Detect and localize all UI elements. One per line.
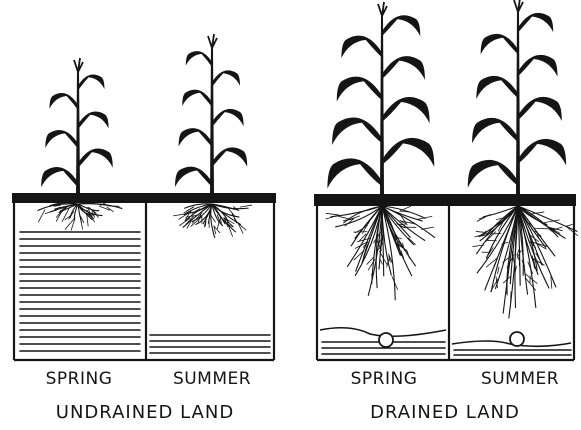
root-hair	[240, 205, 252, 207]
drained-soil-band	[314, 194, 576, 206]
roots-drained-spring	[326, 206, 435, 300]
corn-leaf	[182, 90, 212, 107]
corn-leaf	[518, 13, 553, 33]
corn-stalk	[516, 10, 520, 194]
corn-plant-undrained-spring	[41, 58, 113, 194]
corn-leaf	[41, 167, 78, 187]
root-hair	[326, 215, 339, 219]
corn-plant-drained-spring	[327, 2, 434, 194]
root-hair	[418, 216, 432, 219]
corn-leaf	[78, 149, 113, 168]
corn-plants	[41, 0, 566, 194]
roots-undrained-summer	[173, 204, 252, 238]
corn-leaf	[518, 55, 557, 77]
corn-leaf	[337, 77, 382, 102]
corn-leaf	[327, 158, 382, 188]
corn-leaf	[518, 139, 566, 165]
panel-label-undrained-spring: SPRING	[46, 371, 113, 388]
corn-tassel	[74, 58, 83, 72]
root-hair	[476, 231, 484, 232]
panel-label-drained-spring: SPRING	[351, 371, 418, 388]
corn-leaf	[78, 112, 109, 130]
corn-leaf	[45, 130, 78, 149]
root-hair	[326, 213, 339, 215]
corn-leaf	[518, 97, 562, 121]
drain-tile-spring	[379, 333, 393, 347]
panel-label-drained-summer: SUMMER	[481, 371, 559, 388]
corn-leaf	[212, 109, 244, 127]
root-hair	[421, 227, 434, 229]
corn-leaf	[78, 74, 104, 90]
corn-stalk	[380, 14, 384, 194]
root-hair	[45, 210, 57, 214]
root-hair	[408, 238, 416, 245]
corn-leaf	[382, 97, 430, 123]
undrained-spring-water-table	[20, 232, 140, 351]
panel-label-undrained-summer: SUMMER	[173, 371, 251, 388]
corn-leaf	[476, 76, 518, 99]
corn-leaf	[382, 138, 434, 167]
corn-leaf	[212, 70, 240, 87]
corn-leaf	[179, 128, 212, 147]
root-hair	[498, 267, 499, 274]
corn-tassel	[514, 0, 523, 12]
root-hair	[566, 224, 573, 226]
corn-leaf	[186, 51, 212, 67]
group-label-undrained: UNDRAINED LAND	[56, 404, 234, 422]
corn-tassel	[378, 2, 387, 16]
corn-leaf	[332, 117, 382, 144]
roots-undrained-spring	[38, 201, 123, 231]
corn-leaf	[175, 167, 212, 187]
corn-plant-drained-summer	[468, 0, 566, 194]
roots-drained-summer	[473, 206, 578, 318]
root-hair	[551, 276, 552, 288]
corn-leaf	[382, 56, 425, 80]
undrained-soil-band	[12, 193, 276, 203]
corn-plant-undrained-summer	[175, 34, 247, 194]
root-hair	[38, 209, 45, 222]
group-label-drained: DRAINED LAND	[370, 404, 520, 422]
corn-tassel	[208, 34, 217, 48]
corn-leaf	[212, 147, 247, 167]
corn-leaf	[49, 93, 78, 110]
drain-tile-summer	[510, 332, 524, 346]
root-hair	[477, 215, 489, 221]
root-hair	[534, 228, 548, 229]
corn-leaf	[341, 36, 382, 58]
corn-leaf	[468, 160, 518, 188]
corn-leaf	[382, 15, 420, 36]
undrained-land-box	[12, 193, 276, 360]
root-hair	[510, 292, 511, 307]
corn-leaf	[481, 34, 518, 55]
undrained-summer-water-table	[150, 335, 270, 353]
corn-leaf	[472, 118, 518, 143]
